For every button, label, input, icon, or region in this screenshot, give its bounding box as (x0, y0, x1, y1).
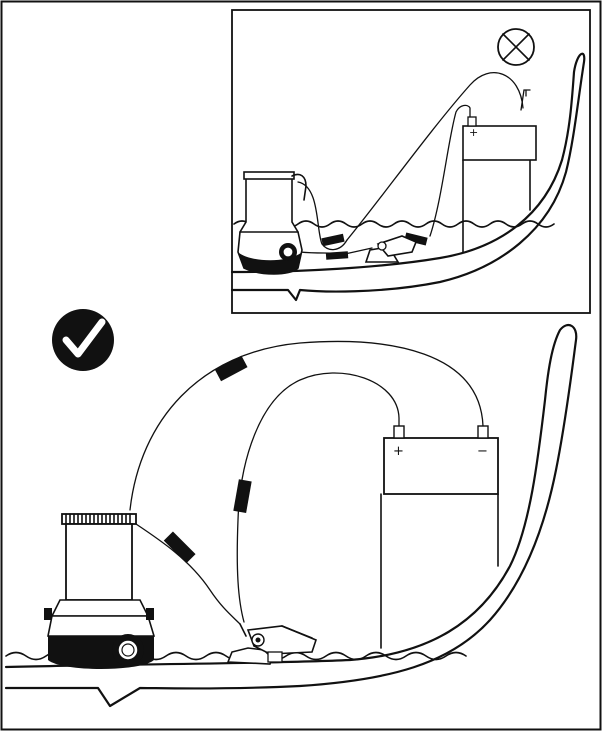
top-connector-3 (404, 232, 428, 246)
bottom-panel: + − (4, 309, 578, 708)
top-battery-stand (462, 159, 531, 253)
pump-cap (61, 513, 137, 525)
top-battery-terminal-positive (467, 116, 477, 127)
top-float-switch (364, 235, 418, 263)
x-circle-icon (497, 28, 535, 66)
bottom-battery-terminal-positive (393, 425, 405, 439)
top-wire-loop (346, 72, 524, 241)
top-hull (230, 52, 586, 302)
top-battery-plus-sign: + (469, 126, 478, 139)
bottom-battery-plus-sign: + (393, 444, 404, 459)
top-panel: + (230, 9, 591, 314)
bottom-wire-pump (135, 523, 241, 625)
bottom-wire-inner (236, 372, 400, 623)
top-wire-to-battery (429, 104, 471, 237)
checkmark-circle-icon (52, 309, 114, 371)
top-battery (462, 125, 537, 161)
bottom-battery-stand (380, 493, 499, 649)
bottom-battery (383, 437, 499, 495)
bottom-connector-3 (163, 531, 196, 564)
pump-body (65, 523, 133, 601)
bottom-connector-1 (214, 355, 248, 382)
top-wire-pump (297, 181, 348, 251)
top-pump (237, 171, 307, 275)
bottom-connector-2 (233, 479, 252, 513)
bottom-wire-outer (129, 340, 484, 511)
bottom-float-switch (226, 623, 317, 665)
bottom-battery-minus-sign: − (477, 444, 488, 459)
top-connector-2 (325, 251, 349, 260)
bottom-battery-terminal-negative (477, 425, 489, 439)
bottom-hull (4, 323, 578, 708)
top-connector-1 (321, 233, 345, 247)
bottom-pump (44, 513, 156, 669)
